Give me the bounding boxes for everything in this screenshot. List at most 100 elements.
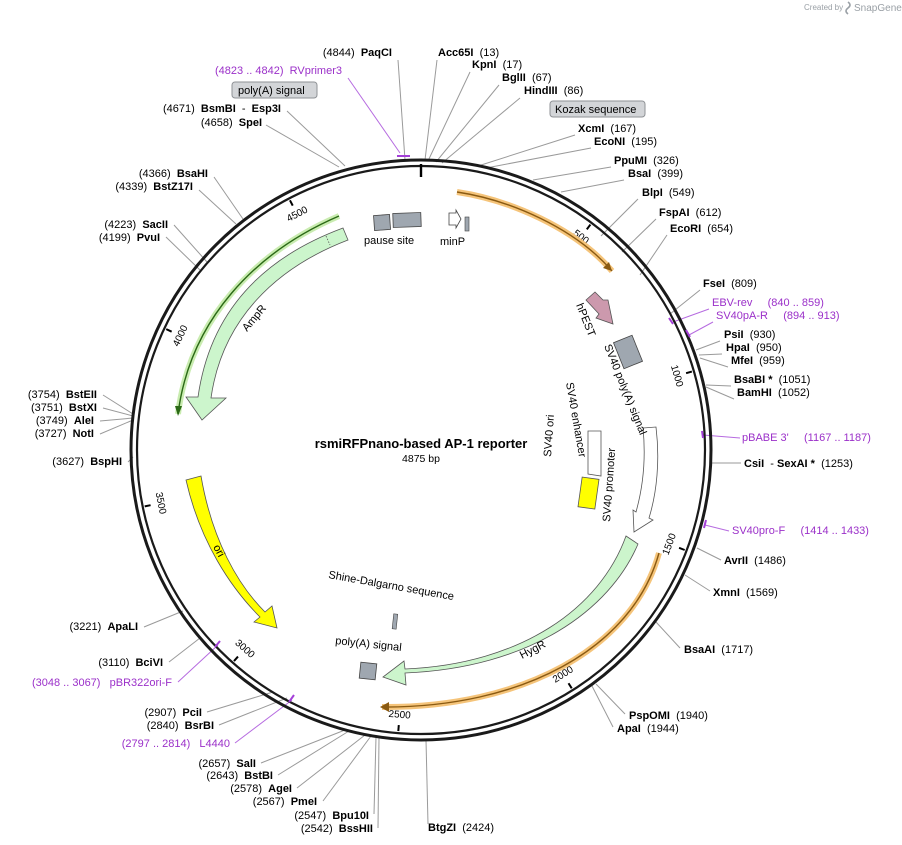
leader-site-ecori — [639, 234, 668, 276]
site-csii-part-1: - — [764, 458, 777, 470]
site-btgzi-part-1: (2424) — [456, 822, 494, 834]
leader-site-acc65i — [424, 59, 438, 161]
leader-primer-l4440 — [234, 699, 293, 744]
polya-inner-box — [358, 661, 378, 681]
primer-sv40pro-f: SV40pro-F (1414 .. 1433) — [732, 525, 869, 537]
leader-site-agei — [296, 734, 366, 789]
site-bstbi: (2643) BstBI — [206, 770, 273, 782]
site-bsmbi-part-2: - — [236, 103, 252, 115]
pause-site-box-1 — [373, 214, 391, 231]
site-mfei-part-0: MfeI — [731, 355, 753, 367]
primer-mark-ebv-rev — [668, 317, 674, 325]
leader-site-bstbi — [277, 730, 350, 776]
leader-site-alei — [99, 417, 134, 422]
hpest-arrow — [585, 291, 614, 325]
primer-l4440-part-0: (2797 .. 2814) L4440 — [122, 738, 230, 750]
site-fsei: FseI (809) — [703, 278, 757, 290]
leader-site-bsshii — [377, 737, 380, 829]
site-acc65i: Acc65I (13) — [438, 47, 499, 59]
leader-site-pcii — [206, 691, 274, 713]
tick-label-1500: 1500 — [661, 532, 679, 557]
sv40-promoter-label: SV40 promoter — [601, 447, 618, 522]
site-kpni-part-1: (17) — [496, 59, 522, 71]
site-kpni-part-0: KpnI — [472, 59, 496, 71]
site-bsahi-part-1: BsaHI — [177, 168, 208, 180]
sv40-enhancer-box — [587, 430, 602, 477]
site-spei-part-1: SpeI — [239, 117, 262, 129]
site-bsphi-part-1: BspHI — [90, 456, 122, 468]
tick-mark-4000 — [165, 328, 173, 333]
site-apali-part-1: ApaLI — [107, 621, 138, 633]
polya-signal-inner-label: poly(A) signal — [335, 635, 403, 654]
site-bsai-part-0: BsaI — [628, 168, 651, 180]
site-bsmbi-part-1: BsmBI — [201, 103, 236, 115]
primer-mark-pbr322ori-f — [214, 640, 221, 648]
outer-arc-bottom-arrowhead — [380, 702, 389, 712]
credit-created-by: Created by — [804, 3, 843, 12]
site-bstxi: (3751) BstXI — [31, 402, 97, 414]
site-csii-part-2: SexAI * — [777, 458, 816, 470]
primer-pbabe3-part-0: pBABE 3' (1167 .. 1187) — [742, 432, 871, 444]
pause-site-box-2 — [392, 212, 422, 228]
tick-label-4000: 4000 — [171, 323, 191, 348]
site-bsphi: (3627) BspHI — [52, 456, 122, 468]
site-noti-part-1: NotI — [73, 428, 94, 440]
hygr-arrow — [382, 535, 639, 686]
snapgene-logo-icon — [845, 1, 851, 15]
site-bsmbi-part-3: Esp3I — [252, 103, 281, 115]
site-bglii: BglII (67) — [502, 72, 552, 84]
outer-arcs — [175, 189, 662, 712]
site-xmni: XmnI (1569) — [713, 587, 778, 599]
outer-arc-left-arrowhead — [175, 406, 182, 416]
outer-arc-top — [456, 189, 615, 273]
site-spei: (4658) SpeI — [201, 117, 262, 129]
leader-site-btgzi — [425, 739, 429, 825]
site-bcivi-part-0: (3110) — [98, 657, 135, 669]
site-alei: (3749) AleI — [36, 415, 94, 427]
site-bsai-part-1: (399) — [651, 168, 683, 180]
leader-site-blpi — [600, 198, 639, 237]
leader-site-bsahi — [213, 176, 244, 220]
site-avrii: AvrII (1486) — [724, 555, 786, 567]
shine-dalgarno-label: Shine-Dalgarno sequence — [327, 569, 454, 603]
leader-site-ppumi — [532, 166, 612, 181]
site-econi-part-0: EcoNI — [594, 136, 625, 148]
tick-mark-1000 — [685, 370, 693, 375]
primer-sv40pa-r: SV40pA-R (894 .. 913) — [716, 310, 840, 322]
leader-site-bsai — [560, 179, 625, 193]
primer-ebv-rev-part-0: EBV-rev (840 .. 859) — [712, 297, 824, 309]
site-bsrbi-part-1: BsrBI — [185, 720, 214, 732]
minp-label: minP — [440, 236, 465, 248]
site-noti: (3727) NotI — [35, 428, 94, 440]
site-bsrbi: (2840) BsrBI — [147, 720, 214, 732]
primer-l4440: (2797 .. 2814) L4440 — [122, 738, 230, 750]
site-econi-part-1: (195) — [625, 136, 657, 148]
site-bsmbi-part-0: (4671) — [163, 103, 201, 115]
site-bsshii: (2542) BssHII — [301, 823, 373, 835]
site-csii-part-3: (1253) — [815, 458, 853, 470]
pause-site-label: pause site — [364, 235, 414, 247]
site-hpai-part-0: HpaI — [726, 342, 750, 354]
site-bsrbi-part-0: (2840) — [147, 720, 185, 732]
primer-mark-pbabe3 — [701, 430, 704, 439]
site-psii-part-0: PsiI — [724, 329, 744, 341]
leader-primer-sv40pa-r — [688, 321, 714, 336]
backbone — [129, 158, 713, 742]
site-econi: EcoNI (195) — [594, 136, 657, 148]
site-ppumi-part-0: PpuMI — [614, 155, 647, 167]
outer-arc-left-core — [177, 215, 340, 415]
tick-mark-1500 — [678, 546, 686, 551]
site-bcivi: (3110) BciVI — [98, 657, 163, 669]
site-bpu10i-part-0: (2547) — [294, 810, 332, 822]
leader-site-pspomi — [595, 683, 626, 715]
leader-site-bpu10i — [373, 736, 377, 815]
leader-site-bstz17i — [198, 189, 237, 225]
tick-mark-500 — [586, 223, 592, 230]
outer-arc-bottom-core — [381, 552, 660, 708]
kozak-badge-label: Kozak sequence — [555, 104, 636, 116]
leader-primer-pbabe3 — [702, 434, 741, 439]
leader-site-sali — [260, 729, 346, 764]
leader-site-kpni — [427, 71, 471, 162]
leader-site-bsteii — [102, 394, 134, 415]
